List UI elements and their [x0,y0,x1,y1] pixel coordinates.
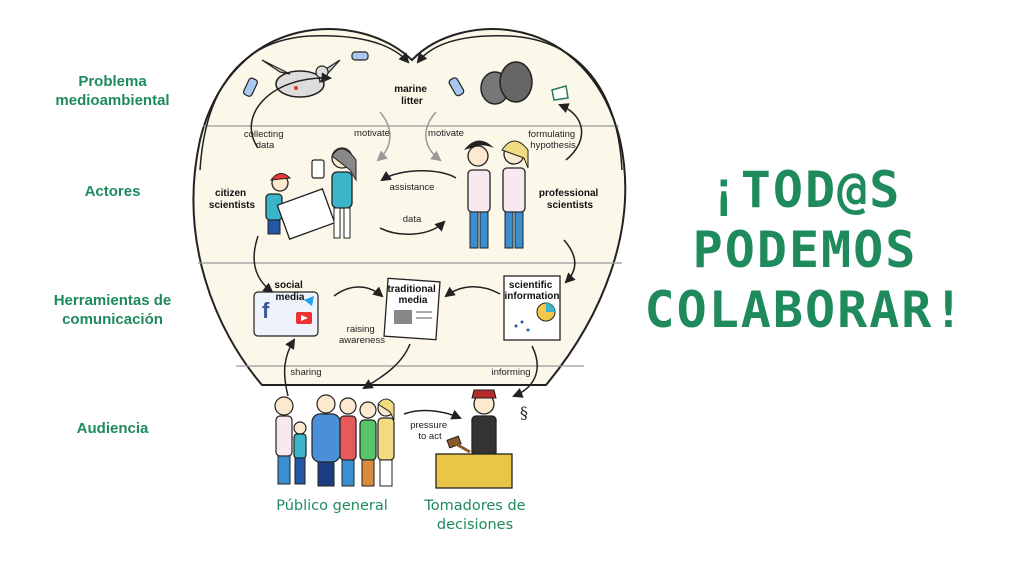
traditional-media-label: traditional media [387,284,438,306]
newspaper-icon [383,277,441,341]
general-public-figures [274,394,395,487]
arrow-raising-awareness [362,343,411,390]
slogan-line-2: PODEMOS [692,221,918,279]
section-sign-icon: § [520,403,528,422]
bottle-icon [242,77,258,97]
raising-awareness-label: raising awareness [339,324,385,346]
arrow-assistance [380,170,457,182]
litter-frame-icon [276,188,336,240]
citizen-woman-figure [331,147,357,239]
scientist-woman-figure [501,140,529,249]
slogan: ¡TOD@S PODEMOS COLABORAR! [640,160,970,340]
svg-text:f: f [262,298,270,323]
arrow-scientific-to-traditional [444,286,501,298]
caption-decision-makers-line2: decisiones [436,517,514,533]
gavel-icon [446,435,471,454]
motivate-left-label: motivate [354,128,390,139]
motivate-right-label: motivate [428,128,464,139]
pressure-to-act-label: pressure to act [410,420,450,442]
data-label: data [403,214,422,225]
assistance-label: assistance [390,182,435,193]
row-label-audience: Audiencia [76,420,149,437]
social-media-icon: f [253,291,319,337]
caption-decision-makers-line1: Tomadores de [424,498,526,514]
citizen-scientists-label: citizen scientists [209,188,256,211]
podium-icon [435,453,513,489]
arrow-top-left-heart [199,34,410,171]
arrow-citizen-to-social [253,235,274,294]
scientific-paper-icon [503,275,561,341]
collecting-data-label: collecting data [244,129,286,151]
slogan-line-1: ¡TOD@S [708,161,902,219]
scientific-information-label: scientific information [505,280,560,302]
arrow-data [379,220,446,235]
plastic-bag-icon [551,85,569,101]
caption-decision-makers: Tomadores de decisiones [405,497,545,535]
arrow-informing [512,345,538,398]
arrow-top-right-heart [416,34,623,171]
scientist-man-figure [464,140,494,249]
row-label-tools: Herramientas de comunicación [53,292,172,328]
arrow-sharing [283,338,296,397]
decision-maker-figure [471,389,497,457]
arrow-motivate-right [425,111,442,162]
bird-icon [261,59,341,98]
sharing-label: sharing [290,367,321,378]
row-label-problem: Problema medioambiental [55,73,170,109]
informing-label: informing [491,367,530,378]
formulating-hypothesis-label: formulating hypothesis [528,129,578,151]
arrow-pressure-to-act [403,409,462,420]
bottle-icon [448,77,465,97]
marine-litter-label: marine litter [394,84,430,107]
social-media-label: social media [274,280,305,303]
arrow-social-to-traditional [333,286,384,298]
phone-icon [311,159,325,179]
slogan-line-3: COLABORAR! [644,281,966,339]
arrow-motivate-left [376,111,391,162]
row-label-actors: Actores [84,183,141,200]
arrow-pro-to-scientific [563,239,576,284]
trash-bag-icon [480,61,533,105]
arrow-collecting-data [250,72,333,149]
bottle-icon [351,51,369,61]
caption-general-public: Público general [276,498,388,514]
arrow-formulating [558,103,583,161]
professional-scientists-label: professional scientists [539,188,601,211]
